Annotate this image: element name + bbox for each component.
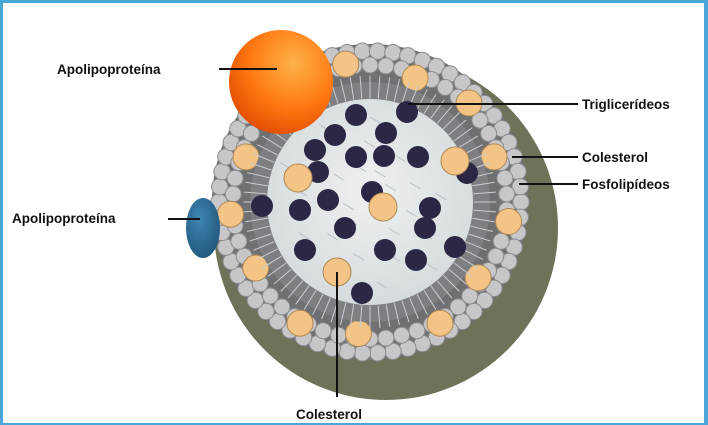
triglyceride-molecule [294,239,316,261]
cholesterol-molecule [346,321,372,347]
cholesterol-molecule [233,144,259,170]
phospholipid-head [497,170,513,186]
phospholipid-head [488,248,504,264]
phospholipid-head [513,194,529,210]
triglyceride-molecule [304,139,326,161]
triglyceride-molecule [334,217,356,239]
phospholipid-head [315,323,331,339]
apolipoprotein-orange [229,30,333,134]
triglyceride-molecule [345,104,367,126]
phospholipid-head [225,186,241,202]
cholesterol-molecule [284,164,312,192]
triglyceride-molecule [407,146,429,168]
triglyceride-molecule [317,189,339,211]
triglyceride-molecule [374,239,396,261]
triglyceride-molecule [444,236,466,258]
apolipoprotein-blue [186,198,220,258]
triglyceride-molecule [345,146,367,168]
phospholipid-head [493,233,509,249]
label-colesterol-right: Colesterol [582,150,648,165]
triglyceride-molecule [251,195,273,217]
triglyceride-molecule [324,124,346,146]
triglyceride-molecule [414,217,436,239]
phospholipid-head [481,126,497,142]
phospholipid-head [394,327,410,343]
phospholipid-head [227,170,243,186]
triglyceride-molecule [405,249,427,271]
phospholipid-head [499,186,515,202]
cholesterol-molecule [496,209,522,235]
phospholipid-head [362,57,378,73]
triglyceride-molecule [289,199,311,221]
cholesterol-molecule [402,65,428,91]
phospholipid-head [378,330,394,346]
triglyceride-molecule [373,145,395,167]
cholesterol-molecule [481,144,507,170]
cholesterol-molecule [427,310,453,336]
triglyceride-molecule [375,122,397,144]
cholesterol-molecule [369,193,397,221]
phospholipid-head [409,323,425,339]
cholesterol-molecule [333,51,359,77]
cholesterol-molecule [441,147,469,175]
cholesterol-molecule [218,201,244,227]
phospholipid-head [231,233,247,249]
phospholipid-head [330,327,346,343]
label-colesterol-bottom: Colesterol [296,407,362,422]
label-fosfolipidos: Fosfolipídeos [582,177,670,192]
label-trigliceridos: Triglicerídeos [582,97,670,112]
label-apolipoproteina-top: Apolipoproteína [57,62,161,77]
triglyceride-molecule [351,282,373,304]
label-apolipoproteina-left: Apolipoproteína [12,211,116,226]
triglyceride-molecule [419,197,441,219]
phospholipid-head [378,58,394,74]
cholesterol-molecule [287,310,313,336]
